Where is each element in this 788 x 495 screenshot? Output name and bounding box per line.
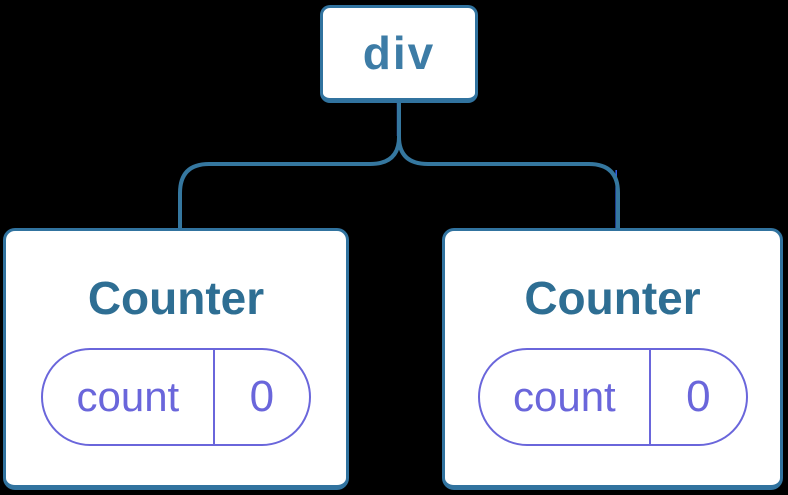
connector-path: [178, 102, 620, 229]
state-key: count: [480, 349, 652, 444]
counter-component-right: Counter count 0: [442, 228, 783, 490]
component-title: Counter: [524, 272, 701, 324]
state-value: 0: [686, 371, 711, 421]
state-value: 0: [249, 371, 275, 421]
state-pill: count 0: [477, 347, 748, 446]
state-pill: count 0: [41, 347, 311, 446]
state-key: count: [43, 349, 215, 444]
root-node-label: div: [362, 27, 436, 79]
counter-component-left: Counter count 0: [3, 228, 349, 490]
component-title: Counter: [87, 272, 265, 324]
root-node-div: div: [320, 5, 478, 103]
